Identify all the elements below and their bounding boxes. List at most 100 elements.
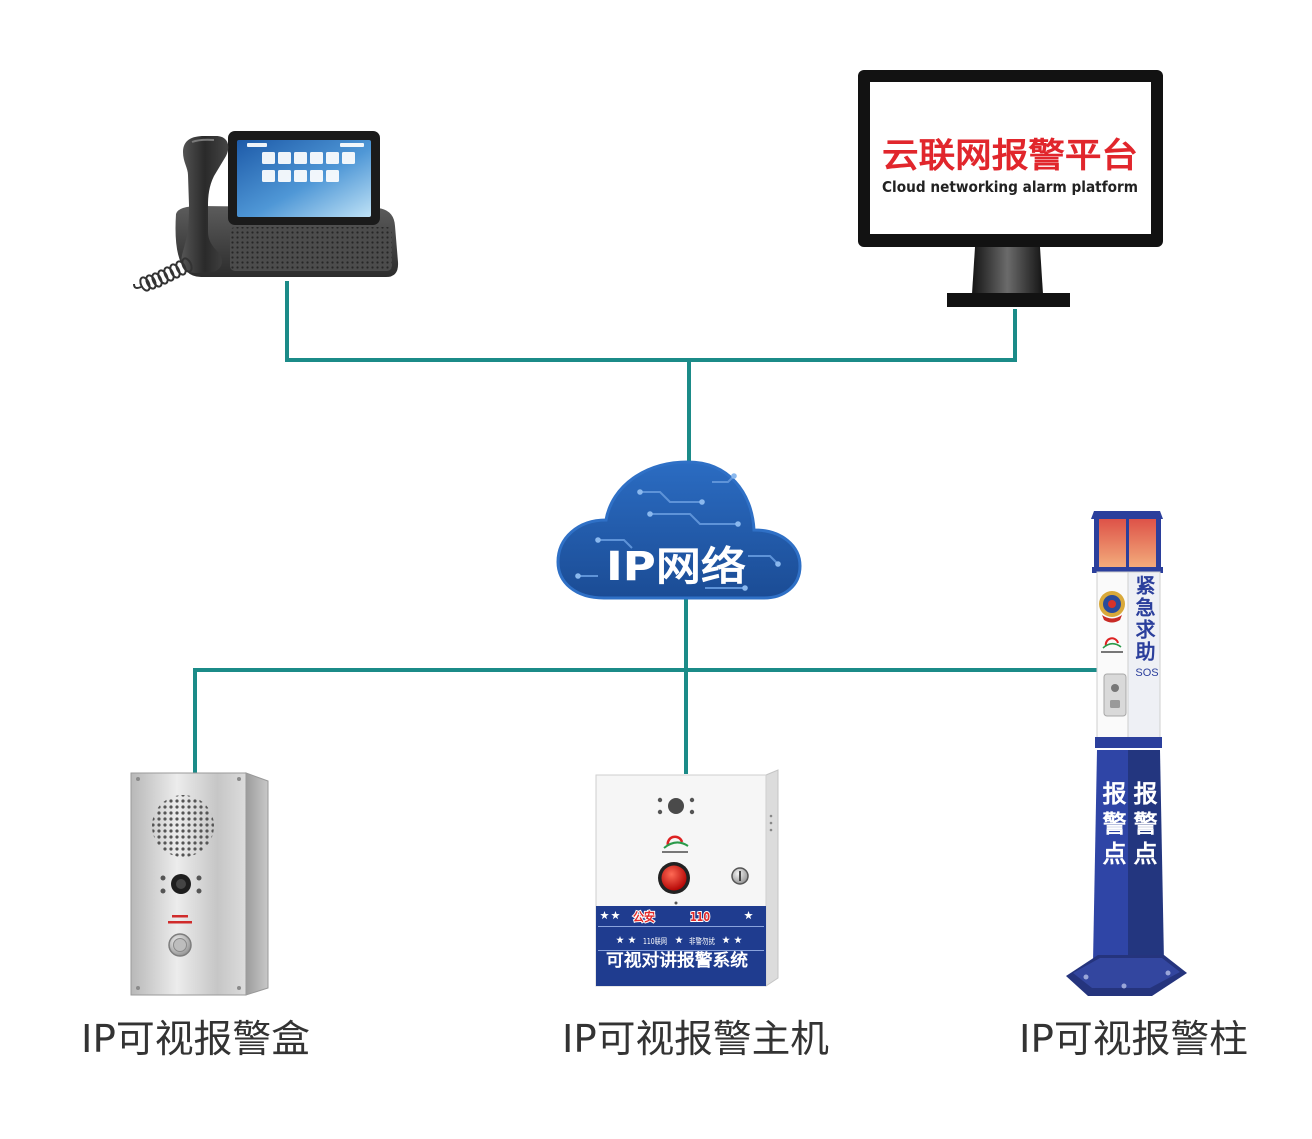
monitor-base [947,293,1070,307]
platform-subtitle: Cloud networking alarm platform [882,178,1138,196]
network-links [193,281,1100,774]
circuit-trace [748,555,779,565]
app-tile [326,152,339,164]
post-front-text: 报警点 [1098,781,1126,871]
circuit-node [731,473,737,479]
brand-logo-swoosh [1102,642,1122,649]
post-speaker-icon [1111,684,1119,692]
cord-coil [139,276,151,292]
brand-logo-icon [666,835,684,847]
alarm-box-side [245,772,269,996]
brand-logo-swoosh [663,841,689,849]
cord-coil [163,266,175,282]
cloud-circuit-pattern [578,475,779,589]
band-network-note: 110联网 [643,937,667,946]
brand-logo-mark [662,851,688,853]
app-tile [310,152,323,164]
emergency-button-icon [661,865,687,891]
post-sos-text: SOS [1135,667,1159,679]
red-marking [172,915,188,918]
alarm-post-label: IP可视报警柱 [1019,1017,1248,1061]
app-tile [294,170,307,182]
post-column-front [1093,750,1128,962]
vent-dot [769,821,773,825]
screw-icon [237,777,241,781]
alarm-host-device: 公安 110 110联网 非警勿扰 可视对讲报警系统 [595,769,779,987]
cloud-circuit-nodes [575,473,781,591]
phone-handset [181,136,229,273]
indicator-dot [689,797,695,803]
camera-lens [176,879,186,889]
post-column-side [1128,750,1164,962]
cord-coil [175,260,187,276]
circuit-node [735,521,741,527]
circuit-node [742,585,748,591]
cord-coil [145,274,157,290]
phone-coiled-cord [133,257,193,292]
app-tile [340,143,364,147]
cord-coil [169,263,181,279]
cord-coil [157,269,169,285]
app-tile [247,143,267,147]
circuit-trace [640,491,702,503]
band-warning-note: 非警勿扰 [689,936,715,946]
handset-highlight [191,138,215,143]
post-base-top [1073,958,1180,988]
network-label: IP网络 [606,544,746,590]
post-speaker-plate [1103,673,1127,717]
host-blue-band [596,906,766,986]
circuit-node [647,511,653,517]
band-divider [598,926,764,927]
alarm-box-device [130,772,269,996]
vent-dot [769,814,773,818]
post-side-text: 报警点 [1129,781,1157,871]
indicator-dot [657,797,663,803]
indicator-dot [160,875,166,881]
cord-tail [133,283,142,289]
indicator-dot [196,875,202,881]
post-call-button-icon [1110,700,1120,708]
circuit-trace [650,513,738,525]
police-emblem-ribbon [1102,615,1122,623]
monitor-icon: 云联网报警平台 Cloud networking alarm platform [858,70,1163,307]
alarm-host-label: IP可视报警主机 [562,1017,829,1061]
app-tile [294,152,307,164]
lamp-cap [1091,511,1163,519]
lamp-frame-post [1126,518,1129,570]
post-blue-collar [1095,737,1162,748]
cloud-icon: IP网络 [556,460,802,600]
indicator-dot [196,888,202,894]
circuit-trace [598,539,633,549]
circuit-node [699,499,705,505]
band-divider [598,950,764,951]
vent-dot [769,828,773,832]
monitor-screen [870,82,1151,234]
lamp-frame-post [1094,518,1099,570]
circuit-node [575,573,581,579]
red-marking [168,921,192,924]
speaker-grille-icon [152,795,214,857]
app-tile [342,152,355,164]
bolt-icon [1083,974,1089,980]
indicator-dot [674,901,678,905]
screw-icon [136,986,140,990]
circuit-node [595,537,601,543]
indicator-dot [160,888,166,894]
monitor-neck [972,247,1043,294]
screw-icon [136,777,140,781]
post-white-panel-side [1127,571,1161,739]
cord-coil [181,257,193,273]
indicator-dot [657,809,663,815]
app-tile [262,152,275,164]
post-help-text: 紧急求助 [1132,575,1156,663]
app-tile [278,170,291,182]
circuit-trace [712,475,735,483]
phone-speaker-grille [230,227,392,271]
phone-app-tiles [247,143,364,182]
cloud-shape [556,460,802,600]
indicator-dot [689,809,695,815]
brand-logo-icon [1104,637,1119,647]
circuit-node [637,489,643,495]
